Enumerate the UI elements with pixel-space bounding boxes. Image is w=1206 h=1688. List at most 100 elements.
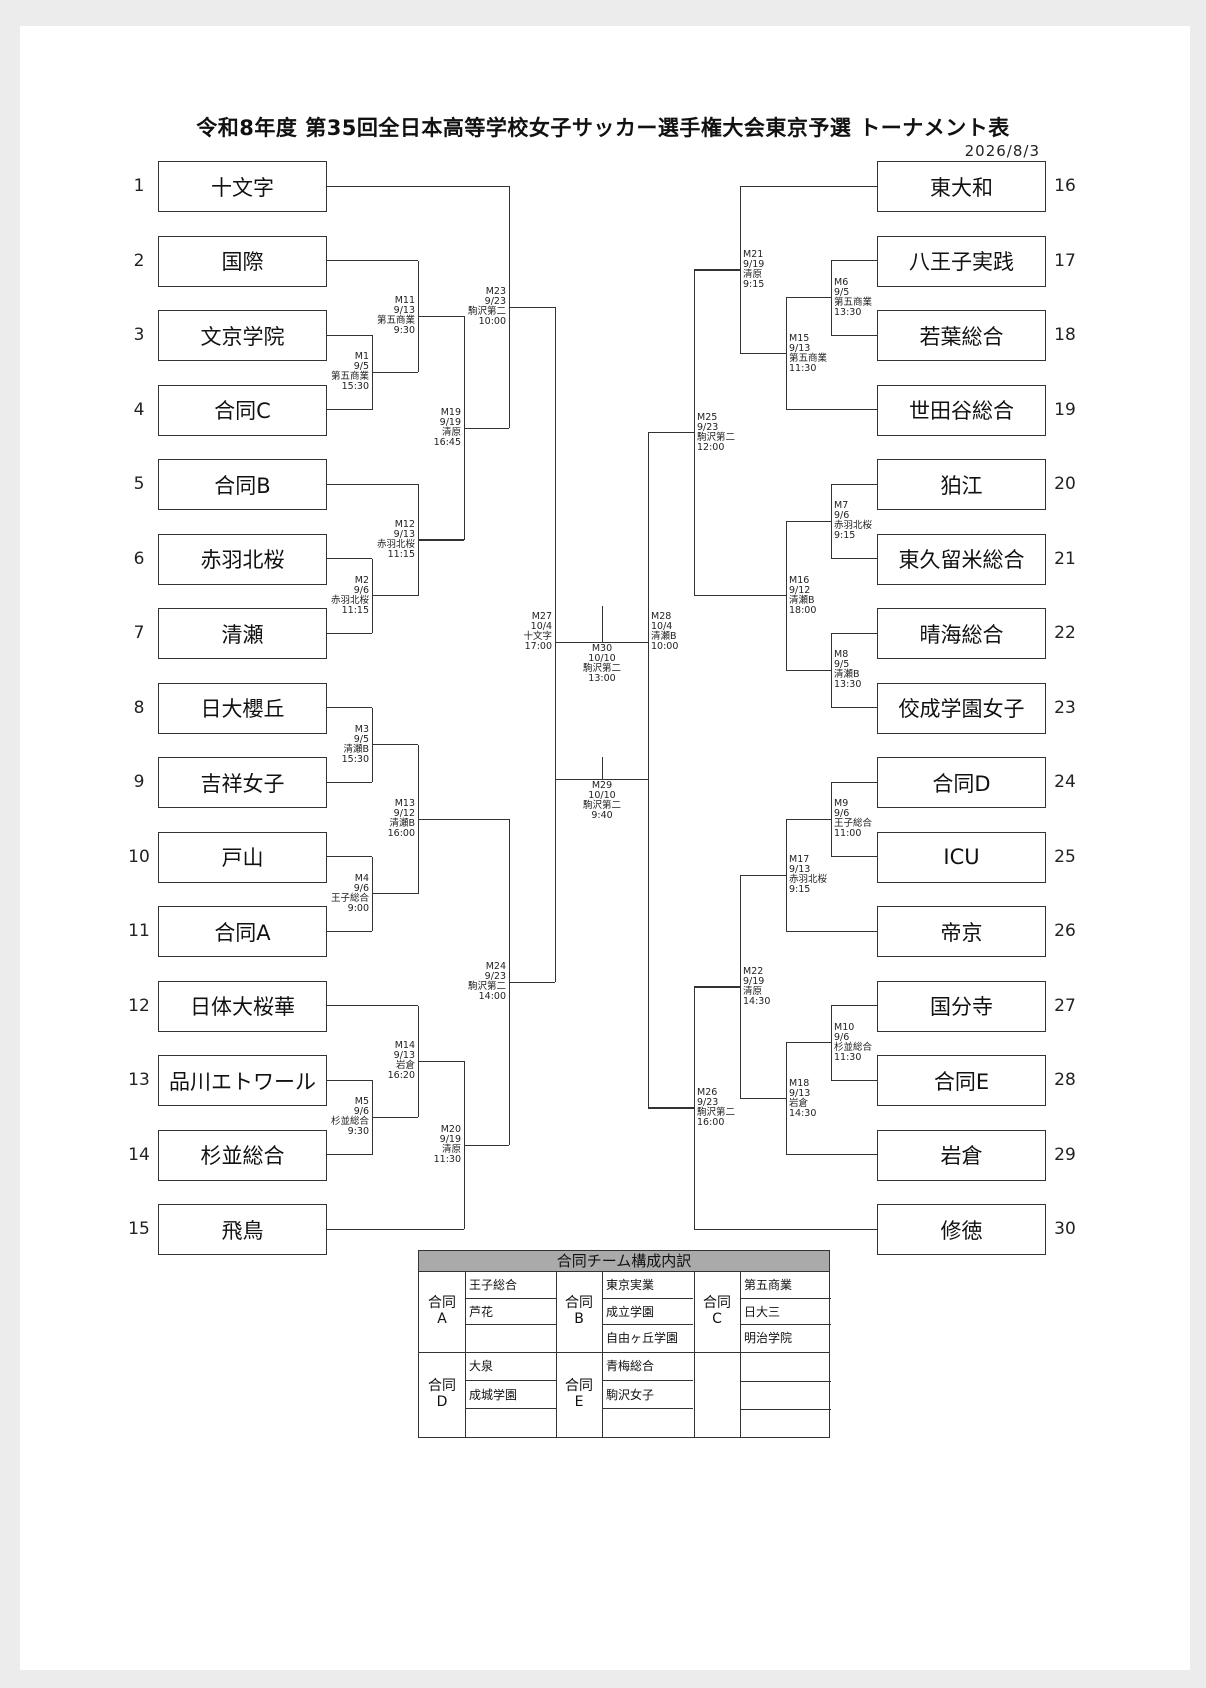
bracket-line (464, 1144, 509, 1146)
bracket-line (372, 893, 418, 895)
match-id: M4 (354, 872, 369, 884)
match-time: 9:15 (743, 278, 765, 290)
team-seed-number: 19 (1054, 399, 1076, 420)
match-venue: 十文字 (523, 631, 552, 642)
joint-divider (465, 1352, 466, 1438)
match-id: M6 (834, 276, 849, 288)
joint-group-label: 合同 (565, 1378, 593, 1394)
match-time: 11:30 (433, 1154, 461, 1166)
team-seed-number: 22 (1054, 623, 1076, 643)
match-venue: 赤羽北桜 (789, 874, 828, 886)
bracket-line (831, 1005, 877, 1007)
match-id: M19 (440, 407, 461, 419)
bracket-line (418, 315, 464, 318)
bracket-line (601, 606, 603, 642)
match-venue: 第五商業 (834, 296, 873, 308)
match-time: 14:00 (478, 991, 506, 1003)
match-time: 16:00 (697, 1116, 725, 1128)
match-venue: 清瀬B (651, 631, 677, 642)
team-seed-number: 18 (1054, 325, 1076, 345)
match-date: 9/13 (393, 305, 415, 317)
match-time: 9:30 (347, 1126, 369, 1138)
bracket-line (418, 818, 509, 820)
match-id: M30 (591, 643, 613, 654)
team-box-left: 赤羽北桜 (158, 533, 327, 585)
match-venue: 清原 (441, 1144, 461, 1156)
joint-member-cell: 駒沢女子 (602, 1381, 693, 1410)
bracket-line (740, 185, 877, 187)
match-date: 9/6 (353, 584, 369, 596)
bracket-line (327, 1005, 418, 1007)
team-seed-number: 29 (1054, 1144, 1076, 1165)
team-seed-number: 12 (128, 995, 150, 1016)
match-venue: 赤羽北桜 (376, 538, 415, 550)
match-id: M20 (440, 1124, 461, 1136)
match-id: M9 (834, 798, 849, 810)
match-time: 18:00 (789, 604, 817, 616)
bracket-line (786, 669, 831, 671)
bracket-line (831, 558, 877, 560)
match-date: 9/6 (834, 808, 850, 820)
joint-divider (740, 1352, 741, 1438)
team-seed-number: 21 (1054, 548, 1076, 569)
match-time: 10:00 (478, 316, 506, 328)
match-date: 9/19 (743, 258, 765, 270)
team-box-left: 国際 (158, 235, 327, 287)
match-date: 9/6 (353, 1106, 369, 1118)
team-box-left: 吉祥女子 (158, 757, 327, 808)
team-box-right: 帝京 (877, 906, 1046, 957)
match-venue: 岩倉 (789, 1097, 809, 1109)
match-time: 11:00 (834, 828, 862, 840)
match-venue: 岩倉 (395, 1060, 415, 1072)
bracket-line (785, 297, 787, 410)
team-box-right: ICU (877, 831, 1046, 883)
joint-member-cell: 芦花 (465, 1299, 556, 1326)
match-time: 11:15 (341, 604, 369, 616)
match-time: 9:30 (393, 325, 415, 337)
match-id: M24 (485, 961, 506, 973)
match-venue: 清瀬B (343, 743, 369, 755)
match-date: 9/5 (834, 659, 850, 671)
team-box-right: 岩倉 (877, 1129, 1046, 1181)
match-id: M16 (789, 574, 810, 586)
match-date: 9/13 (789, 1087, 811, 1099)
team-seed-number: 23 (1054, 697, 1076, 718)
team-seed-number: 27 (1054, 995, 1076, 1016)
match-id: M1 (354, 351, 369, 363)
team-box-left: 十文字 (158, 161, 327, 212)
match-id: M26 (697, 1086, 718, 1098)
joint-member-cell: 自由ヶ丘学園 (606, 1331, 679, 1346)
match-time: 16:00 (387, 828, 415, 840)
bracket-line (418, 1060, 464, 1063)
match-time: 13:30 (834, 679, 862, 691)
match-venue: 清原 (743, 268, 763, 280)
joint-divider (740, 1380, 831, 1382)
team-seed-number: 10 (128, 846, 150, 867)
team-box-left: 文京学院 (158, 310, 327, 361)
team-box-left: 飛鳥 (158, 1204, 327, 1255)
bracket-line (372, 744, 418, 746)
match-date: 9/23 (697, 421, 719, 433)
team-box-left: 戸山 (158, 831, 327, 883)
match-time: 17:00 (524, 641, 552, 652)
bracket-line (555, 641, 648, 643)
bracket-line (327, 1154, 372, 1156)
joint-group-letter: C (712, 1311, 722, 1327)
joint-group-label: 合同 (703, 1295, 731, 1311)
match-id: M10 (834, 1021, 855, 1033)
match-venue: 清瀬B (789, 594, 815, 606)
match-venue: 第五商業 (789, 352, 828, 364)
bracket-line (554, 307, 556, 983)
match-venue: 赤羽北桜 (330, 594, 369, 606)
joint-divider (694, 1272, 695, 1438)
